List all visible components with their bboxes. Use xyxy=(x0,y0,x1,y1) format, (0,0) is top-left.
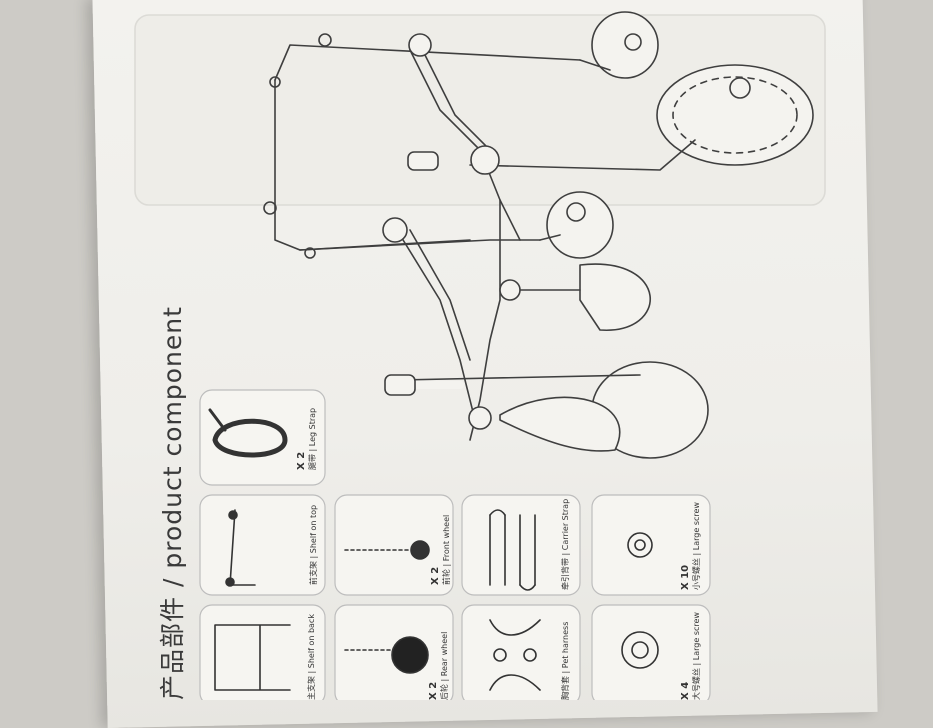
leg-strap-icon xyxy=(212,418,288,458)
box-shelf-top xyxy=(199,494,326,596)
component-label: X 2 腿带 | Leg Strap xyxy=(296,407,317,470)
carrier-strap-icon xyxy=(489,514,536,586)
rear-wheel-top xyxy=(656,64,814,166)
knob xyxy=(269,76,281,88)
section-heading: 产品部件 / product component xyxy=(153,306,189,700)
box-small-screw xyxy=(591,494,711,596)
knob xyxy=(318,33,332,47)
component-label: X 2 前轮 | Front wheel xyxy=(430,514,451,585)
component-label: X 4 大号螺丝 | Large screw xyxy=(680,612,701,700)
component-label: 牵引背带 | Carrier Strap xyxy=(561,498,570,590)
shelf-back-icon xyxy=(214,624,291,691)
knob xyxy=(304,247,316,259)
component-label: X 10 小号螺丝 | Large screw xyxy=(680,502,701,590)
knob xyxy=(263,201,277,215)
component-label: 前支架 | Shelf on top xyxy=(309,504,318,585)
frame-top-rail xyxy=(274,44,581,81)
box-large-screw xyxy=(591,604,711,700)
photo-scene: 产品部件 / product component X 2 腿带 | Leg St… xyxy=(92,0,878,728)
box-shelf-back xyxy=(199,604,326,700)
heading-english: product component xyxy=(158,306,187,569)
heading-separator: / xyxy=(158,577,187,588)
front-wheel-bottom xyxy=(546,191,614,259)
box-leg-strap xyxy=(199,389,326,486)
heading-chinese: 产品部件 xyxy=(158,595,187,700)
box-pet-harness xyxy=(461,604,581,700)
illustration-layer xyxy=(134,11,826,700)
lower-rail xyxy=(399,234,476,421)
component-label: 胸背套 | Pet harness xyxy=(561,621,570,700)
component-label: X 2 后轮 | Rear wheel xyxy=(428,631,449,700)
box-carrier-strap xyxy=(461,494,581,596)
box-front-wheel xyxy=(334,494,454,596)
small-screw-icon xyxy=(627,532,653,558)
wheelchair-illustration xyxy=(263,11,814,459)
pet-harness-icon xyxy=(489,619,541,691)
large-screw-icon xyxy=(621,631,659,669)
component-grid xyxy=(199,389,711,700)
component-label: 主支架 | Shelf on back xyxy=(307,614,316,700)
leg-strap-1 xyxy=(579,263,651,331)
leg-strap-2 xyxy=(499,396,621,452)
